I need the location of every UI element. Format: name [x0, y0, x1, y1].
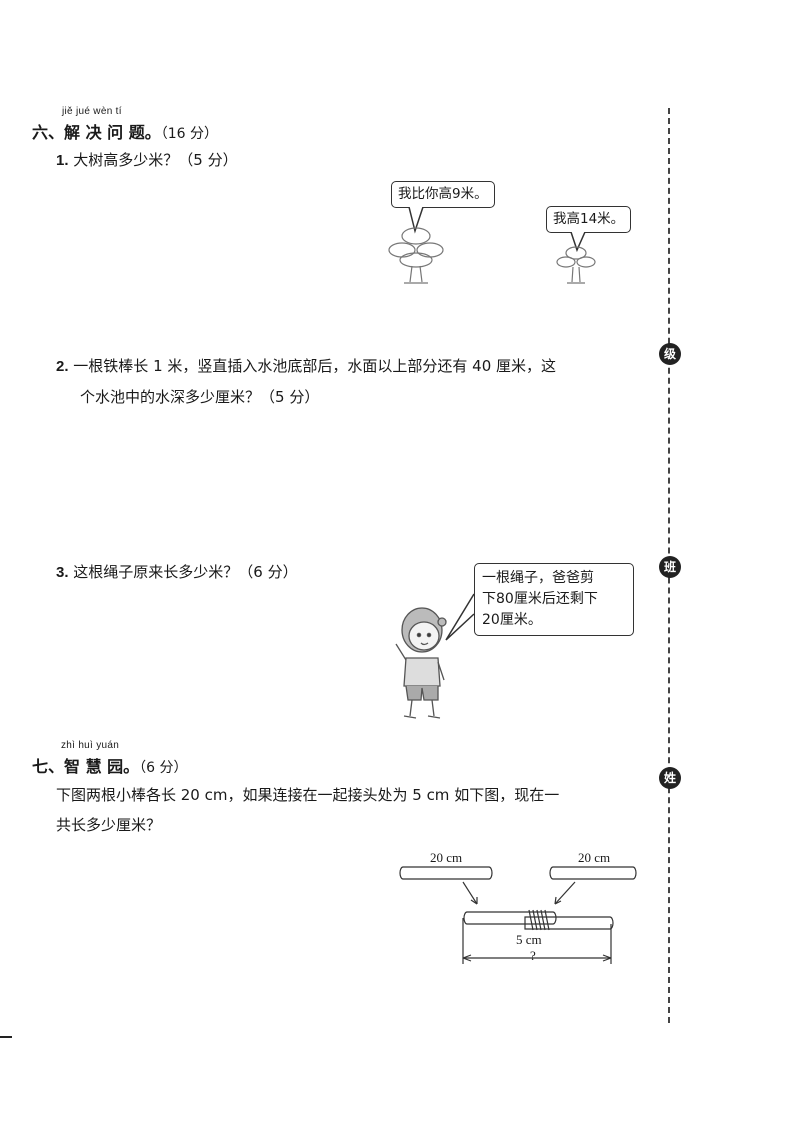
margin-badge-name: 姓	[659, 767, 681, 789]
bubble-tail-rope	[445, 593, 475, 641]
question-2-number: 2.	[56, 358, 69, 375]
margin-badge-class-level: 级	[659, 343, 681, 365]
section7-title: 七、智 慧 园。（6 分）	[32, 753, 188, 777]
section6-title-text: 六、解 决 问 题。	[32, 123, 161, 142]
speech-bubble-rope: 一根绳子，爸爸剪 下80厘米后还剩下 20厘米。	[474, 563, 634, 636]
margin-badge-class: 班	[659, 556, 681, 578]
question-1-text: 大树高多少米？（5 分）	[73, 151, 238, 169]
speech-bubble-tall-tree: 我比你高9米。	[391, 181, 495, 208]
section6-title: 六、解 决 问 题。（16 分）	[32, 119, 218, 143]
section7-question-line-1: 下图两根小棒各长 20 cm，如果连接在一起接头处为 5 cm 如下图，现在一	[56, 786, 560, 804]
bubble-tail-left	[408, 207, 424, 234]
stick-joined-left	[463, 911, 557, 925]
diagram-label-right: 20 cm	[578, 850, 611, 865]
section7-score: （6 分）	[139, 760, 188, 776]
question-2-text-line-2: 个水池中的水深多少厘米？（5 分）	[80, 388, 320, 406]
speech-bubble-rope-line-1: 一根绳子，爸爸剪	[482, 570, 594, 586]
speech-bubble-rope-line-2: 下80厘米后还剩下	[482, 591, 598, 607]
child-figure-icon	[395, 607, 447, 719]
speech-bubble-tall-tree-text: 我比你高9米。	[398, 186, 488, 202]
speech-bubble-small-tree-text: 我高14米。	[553, 211, 625, 227]
question-3: 3. 这根绳子原来长多少米？（6 分）	[56, 557, 298, 588]
question-2-line-1: 2. 一根铁棒长 1 米，竖直插入水池底部后，水面以上部分还有 40 厘米，这	[56, 351, 646, 382]
question-2-text-line-1: 一根铁棒长 1 米，竖直插入水池底部后，水面以上部分还有 40 厘米，这	[73, 357, 557, 375]
diagram-label-total: ?	[530, 948, 536, 963]
speech-bubble-small-tree: 我高14米。	[546, 206, 632, 233]
question-2: 2. 一根铁棒长 1 米，竖直插入水池底部后，水面以上部分还有 40 厘米，这 …	[56, 351, 646, 412]
page-edge-mark	[0, 1036, 12, 1038]
diagram-label-left: 20 cm	[430, 850, 463, 865]
section6-pinyin: jiě jué wèn tí	[62, 106, 122, 117]
question-3-text: 这根绳子原来长多少米？（6 分）	[73, 563, 298, 581]
tall-tree-icon	[388, 227, 444, 284]
question-3-number: 3.	[56, 564, 69, 581]
question-1-number: 1.	[56, 152, 69, 169]
diagram-label-overlap: 5 cm	[516, 932, 542, 947]
section7-title-text: 七、智 慧 园。	[32, 757, 140, 776]
section7-question-line-2: 共长多少厘米？	[56, 816, 162, 834]
section7-question: 下图两根小棒各长 20 cm，如果连接在一起接头处为 5 cm 如下图，现在一 …	[56, 780, 646, 840]
section7-pinyin: zhì huì yuán	[61, 740, 120, 751]
stick-diagram	[399, 866, 637, 964]
question-1: 1. 大树高多少米？（5 分）	[56, 145, 238, 176]
section6-score: （16 分）	[160, 126, 218, 142]
stick-right-top	[549, 866, 637, 880]
stick-left-top	[399, 866, 493, 880]
bubble-tail-right	[570, 232, 586, 253]
small-tree-icon	[556, 246, 596, 284]
speech-bubble-rope-line-3: 20厘米。	[482, 612, 542, 628]
stick-joined-right	[524, 916, 614, 930]
